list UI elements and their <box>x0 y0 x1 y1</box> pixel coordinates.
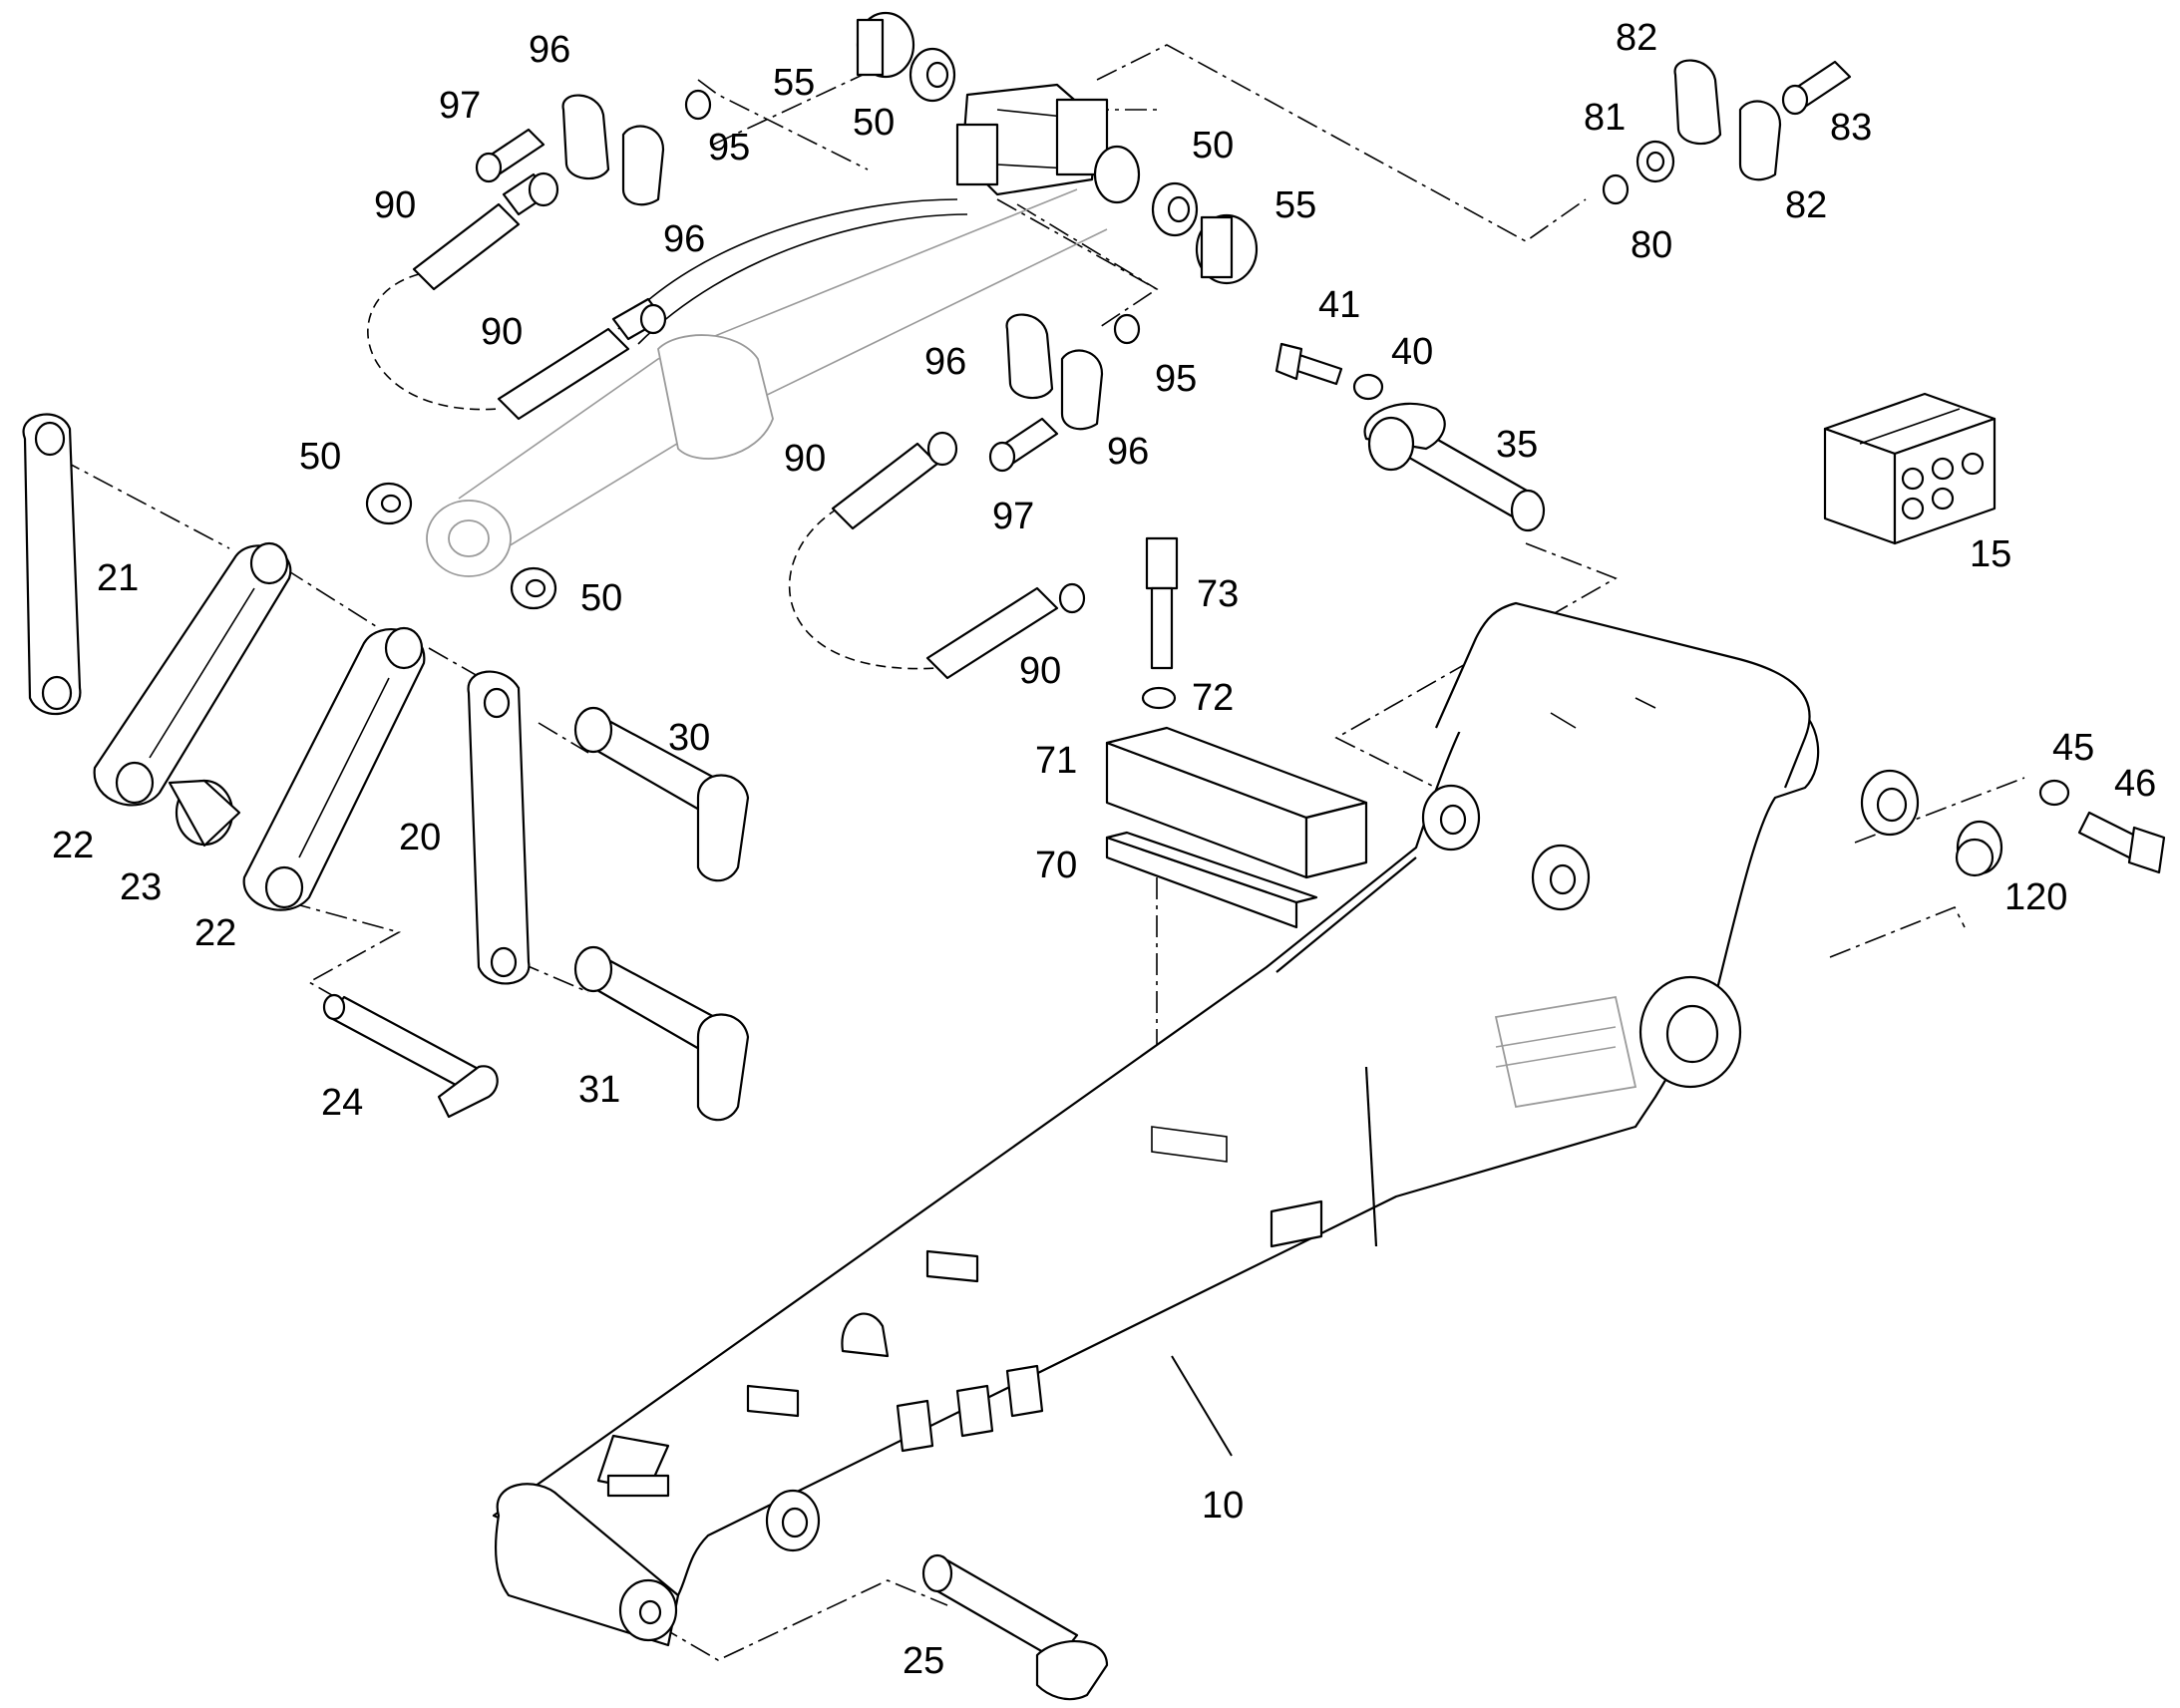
label-70: 70 <box>1035 845 1077 886</box>
label-83: 83 <box>1830 107 1872 149</box>
label-72: 72 <box>1192 677 1234 719</box>
label-15: 15 <box>1970 533 2011 575</box>
pins <box>322 706 1109 1701</box>
label-22b: 22 <box>194 912 236 954</box>
label-97b: 97 <box>992 496 1034 537</box>
label-96c: 96 <box>924 341 966 383</box>
label-21: 21 <box>97 557 139 599</box>
bushings-top <box>684 11 1259 345</box>
pin-35-assembly <box>1274 342 1546 532</box>
label-41: 41 <box>1318 284 1360 326</box>
label-81: 81 <box>1584 97 1626 139</box>
label-96a: 96 <box>529 29 570 71</box>
part-10-leader-line <box>1171 1355 1233 1457</box>
label-71: 71 <box>1035 740 1077 782</box>
label-35: 35 <box>1496 424 1538 466</box>
label-25: 25 <box>903 1640 944 1682</box>
label-23: 23 <box>120 866 162 908</box>
label-82b: 82 <box>1785 184 1827 226</box>
label-55b: 55 <box>1274 184 1316 226</box>
label-50c: 50 <box>299 436 341 478</box>
label-55a: 55 <box>773 62 815 104</box>
label-82a: 82 <box>1616 17 1657 59</box>
label-90c: 90 <box>784 438 826 480</box>
hose-fittings <box>412 171 1086 680</box>
label-50b: 50 <box>1192 125 1234 167</box>
label-31: 31 <box>578 1069 620 1111</box>
label-50d: 50 <box>580 577 622 619</box>
cap-screws <box>475 60 1852 473</box>
label-120: 120 <box>2004 876 2067 918</box>
hydraulic-cylinder <box>426 83 1141 577</box>
hardware-right <box>1955 779 2166 877</box>
label-46: 46 <box>2114 763 2156 805</box>
label-20: 20 <box>399 817 441 858</box>
linkage-rods <box>22 413 531 985</box>
label-96b: 96 <box>663 218 705 260</box>
clamp-halves <box>561 59 1782 431</box>
label-73: 73 <box>1197 573 1239 615</box>
label-97a: 97 <box>439 85 481 127</box>
label-45: 45 <box>2052 727 2094 769</box>
washers-left <box>365 482 557 610</box>
hydraulic-hoses <box>367 273 938 670</box>
label-95b: 95 <box>1155 358 1197 400</box>
label-90a: 90 <box>374 184 416 226</box>
label-95a: 95 <box>708 127 750 169</box>
label-22a: 22 <box>52 825 94 866</box>
part-number-labels: 96 97 55 50 95 90 96 90 82 81 83 82 80 5… <box>52 17 2156 1682</box>
label-40: 40 <box>1391 331 1433 373</box>
label-96d: 96 <box>1107 431 1149 473</box>
label-10: 10 <box>1202 1485 1244 1527</box>
main-boom-arm <box>492 601 1920 1647</box>
label-50a: 50 <box>853 102 895 144</box>
clamp-assembly <box>1105 536 1368 929</box>
label-90d: 90 <box>1019 650 1061 692</box>
label-90b: 90 <box>481 311 523 353</box>
label-30: 30 <box>668 717 710 759</box>
label-24: 24 <box>321 1082 363 1124</box>
valve-block <box>1823 392 1997 545</box>
label-80: 80 <box>1631 224 1672 266</box>
